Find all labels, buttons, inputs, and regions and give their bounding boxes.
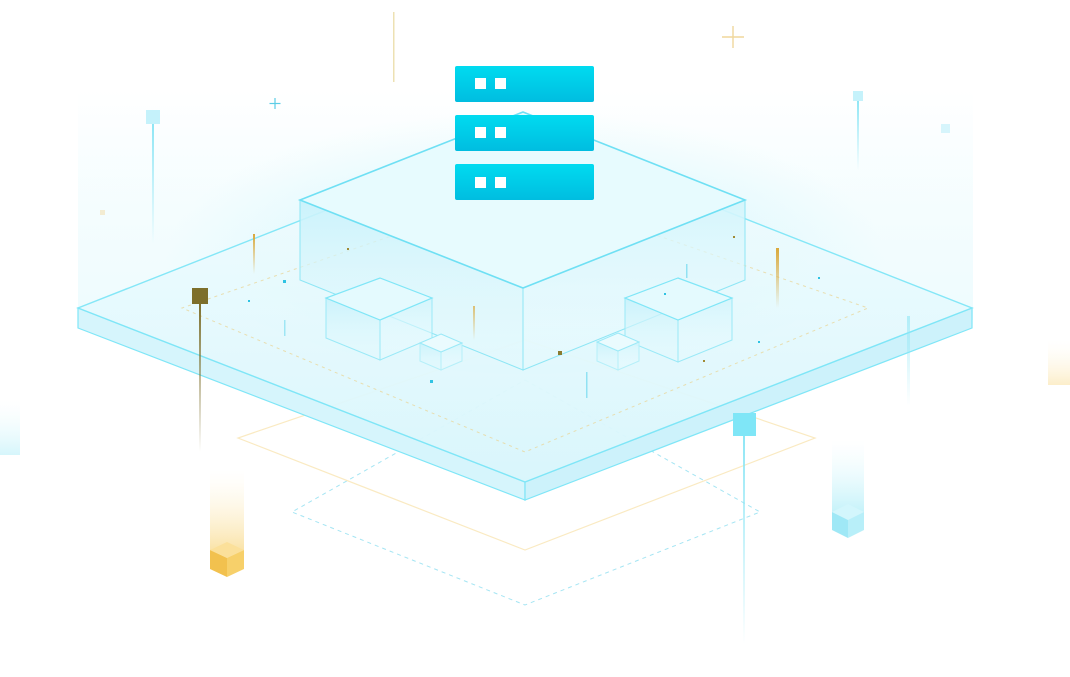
server-unit-1: [455, 66, 594, 102]
small-cube-left: [324, 277, 434, 361]
beam-cyan-right: [853, 91, 863, 170]
tiny-cube-right: [595, 332, 641, 371]
small-cube-right: [623, 277, 734, 363]
plus-sparkle-gold: [722, 26, 744, 48]
server-unit-2: [455, 115, 594, 151]
gold-beacon-cube: [210, 470, 244, 577]
sparkle-icons: [269, 26, 744, 109]
beam-cyan-front: [733, 413, 756, 644]
particle-dots: [100, 210, 820, 398]
beam-cyan-left: [146, 110, 160, 244]
server-unit-3: [455, 164, 594, 200]
beam-top-center: [393, 12, 395, 82]
cyan-beacon-cube: [832, 440, 864, 538]
beam-olive-left: [192, 288, 208, 452]
server-stack: [455, 66, 594, 200]
tiny-cube-left: [418, 333, 464, 371]
edge-fade-cubes: [0, 124, 1070, 455]
plus-sparkle-cyan: [269, 98, 281, 109]
gold-rods: [253, 234, 910, 406]
